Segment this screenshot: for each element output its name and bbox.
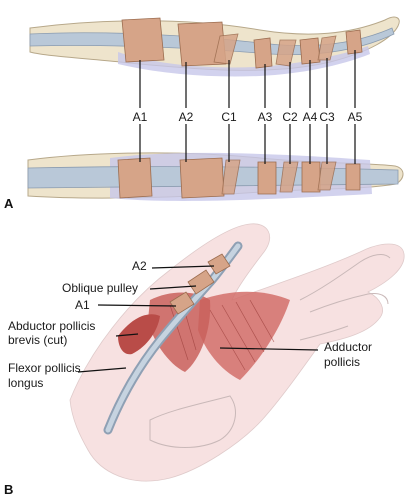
pulley-a5-upper bbox=[345, 29, 363, 55]
pulley-a1-lower bbox=[117, 157, 153, 199]
thumb-pulley-a2 bbox=[207, 253, 231, 275]
leader-thumb-a2 bbox=[151, 265, 215, 269]
pulley-label-a3: A3 bbox=[257, 110, 273, 124]
label-knockouts bbox=[128, 108, 367, 124]
label-thumb-a1: A1 bbox=[75, 298, 90, 312]
leader-oblique bbox=[149, 285, 197, 290]
pulley-a4-upper bbox=[299, 37, 321, 65]
pulley-c1-lower bbox=[221, 159, 241, 195]
pulley-a3-lower bbox=[257, 161, 277, 195]
middle-finger-bones bbox=[309, 293, 389, 313]
leader-adductor bbox=[219, 347, 319, 351]
pulley-a4-lower bbox=[301, 161, 321, 193]
pulley-c2-lower bbox=[279, 161, 299, 193]
label-adductor-line2: pollicis bbox=[324, 355, 361, 369]
pulley-a2-upper bbox=[177, 21, 227, 67]
panel-b-letter: B bbox=[4, 482, 14, 497]
pulley-c3-upper bbox=[317, 35, 337, 61]
label-flexor-line2: longus bbox=[8, 376, 44, 390]
label-abductor-line2: brevis (cut) bbox=[8, 333, 68, 347]
leader-thumb-a1 bbox=[97, 304, 177, 307]
label-flexor-line1: Flexor pollicis bbox=[8, 361, 81, 375]
pulley-label-c1: C1 bbox=[221, 110, 237, 124]
label-abductor-line1: Abductor pollicis bbox=[8, 319, 96, 333]
panel-a-letter: A bbox=[4, 196, 14, 211]
finger-lateral-view bbox=[29, 16, 400, 77]
synovial-sheath-upper bbox=[118, 46, 370, 77]
pulley-c1-upper bbox=[213, 33, 239, 65]
finger-palmar-view bbox=[27, 152, 404, 201]
label-thumb-a2: A2 bbox=[132, 259, 147, 273]
pulley-label-c2: C2 bbox=[282, 110, 298, 124]
carpal-bones bbox=[149, 395, 236, 448]
panel-b-leader-lines bbox=[77, 265, 319, 373]
index-finger-bones bbox=[299, 254, 391, 301]
pulley-a5-lower bbox=[345, 163, 361, 191]
label-oblique-pulley: Oblique pulley bbox=[62, 281, 139, 295]
pulley-c3-lower bbox=[317, 161, 337, 191]
pulley-label-a1: A1 bbox=[132, 110, 148, 124]
thumb-pulley-oblique bbox=[187, 269, 215, 295]
pulley-a1-upper bbox=[121, 17, 165, 63]
ring-finger-bones bbox=[299, 325, 349, 341]
label-adductor-line1: Adductor bbox=[324, 340, 373, 354]
pulley-label-c3: C3 bbox=[319, 110, 335, 124]
pulley-a2-lower bbox=[179, 157, 225, 199]
pulley-label-a2: A2 bbox=[178, 110, 194, 124]
pulley-label-a4: A4 bbox=[302, 110, 318, 124]
thumb-pulley-a1 bbox=[169, 291, 195, 315]
pulley-label-a5: A5 bbox=[347, 110, 363, 124]
adductor-pollicis-muscle bbox=[198, 291, 290, 380]
leader-flexor bbox=[77, 367, 127, 373]
leader-abductor bbox=[115, 333, 139, 337]
pulley-a3-upper bbox=[253, 37, 273, 69]
abductor-pollicis-brevis-flap bbox=[118, 314, 160, 355]
